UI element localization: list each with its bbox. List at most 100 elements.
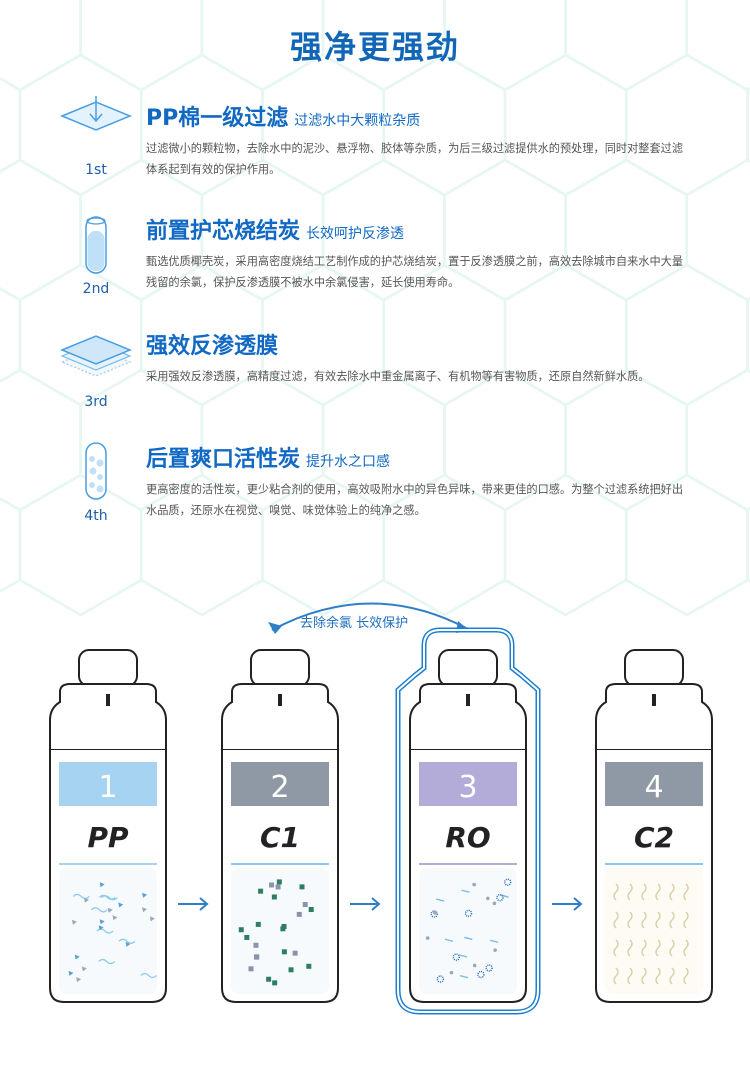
cartridge-number-band bbox=[419, 762, 517, 806]
background-hexagon bbox=[685, 368, 750, 512]
carbon-granule bbox=[269, 882, 275, 888]
carbon-granule bbox=[296, 911, 302, 917]
activated-carbon-fiber bbox=[613, 911, 619, 929]
arch-arrow-icon bbox=[271, 602, 467, 631]
ro-ion bbox=[485, 964, 493, 972]
cartridge-notch-icon bbox=[466, 694, 470, 706]
ro-stroke bbox=[461, 889, 470, 893]
pp-particle bbox=[107, 907, 113, 913]
step-heading: 强效反渗透膜 bbox=[146, 328, 284, 360]
pp-particle bbox=[142, 892, 148, 898]
ro-stroke bbox=[444, 938, 454, 943]
pp-particle bbox=[81, 966, 87, 972]
arch-arrowtail-icon bbox=[268, 622, 282, 634]
pp-fiber bbox=[72, 893, 90, 900]
cartridge-number: 3 bbox=[458, 770, 477, 805]
page-title: 强净更强劲 bbox=[289, 28, 460, 66]
step-ordinal: 2nd bbox=[82, 281, 110, 297]
carbon-granule bbox=[276, 879, 282, 885]
activated-carbon-fiber bbox=[641, 883, 647, 901]
activated-carbon-fiber bbox=[683, 911, 689, 929]
carbon-granule bbox=[254, 954, 260, 960]
flow-arrow-1-icon bbox=[178, 897, 209, 911]
activated-carbon-fiber bbox=[627, 883, 633, 901]
ro-dot bbox=[425, 936, 430, 940]
carbon-granule bbox=[253, 942, 259, 948]
carbon-granule bbox=[258, 888, 264, 894]
background-hexagon bbox=[0, 287, 22, 383]
step-name: PP棉一级过滤 bbox=[146, 106, 289, 131]
carbon-granule bbox=[306, 963, 312, 969]
cartridge-number-band bbox=[231, 762, 329, 806]
carbon-granule bbox=[281, 923, 287, 929]
activated-carbon-fiber bbox=[669, 883, 675, 901]
activated-carbon-fiber bbox=[683, 939, 689, 957]
activated-carbon-fiber bbox=[627, 939, 633, 957]
step-description: 过滤微小的颗粒物，去除水中的泥沙、悬浮物、胶体等杂质，为后三级过滤提供水的预处理… bbox=[146, 142, 684, 176]
cartridge-shoulder bbox=[409, 683, 527, 751]
pp-particle bbox=[99, 882, 105, 888]
carbon-granule bbox=[255, 921, 261, 927]
activated-carbon-fiber bbox=[613, 939, 619, 957]
highlight-outline-inner bbox=[397, 629, 539, 1013]
cartridge-cap bbox=[438, 649, 498, 687]
activated-carbon-fiber bbox=[613, 883, 619, 901]
filter-cartridge-4: 4C2 bbox=[595, 649, 713, 1003]
pp-fiber bbox=[96, 928, 114, 934]
pp-particle bbox=[112, 915, 118, 921]
carbon-granule bbox=[308, 907, 314, 913]
carbon-granule bbox=[281, 949, 287, 955]
activated-carbon-fiber bbox=[641, 939, 647, 957]
activated-carbon-fiber bbox=[655, 883, 661, 901]
cartridge-code: C1 bbox=[260, 821, 300, 854]
step-description: 采用强效反渗透膜，高精度过滤，有效去除水中重金属离子、有机物等有害物质，还原自然… bbox=[146, 370, 650, 383]
ro-stroke bbox=[464, 936, 473, 941]
activated-carbon-fiber bbox=[641, 911, 647, 929]
cartridge-number: 1 bbox=[98, 770, 117, 805]
cartridge-notch-icon bbox=[106, 694, 110, 706]
cartridge-number-band bbox=[605, 762, 703, 806]
pp-fiber bbox=[100, 895, 118, 901]
step-ordinal: 3rd bbox=[84, 394, 108, 410]
pp-fiber bbox=[90, 907, 108, 913]
ro-ion bbox=[464, 909, 473, 918]
pp-particle bbox=[76, 977, 82, 983]
ro-ion bbox=[496, 893, 504, 902]
cartridge-notch-icon bbox=[278, 694, 282, 706]
cartridge-number: 2 bbox=[270, 770, 289, 805]
ro-dot bbox=[432, 911, 437, 915]
activated-carbon-cylinder-icon bbox=[85, 442, 107, 500]
ro-stroke bbox=[459, 974, 469, 979]
activated-carbon-fiber bbox=[641, 967, 647, 985]
ro-dot bbox=[472, 882, 476, 887]
carbon-granule bbox=[266, 976, 272, 982]
pp-particle bbox=[125, 941, 131, 947]
cartridge-shoulder bbox=[221, 683, 339, 751]
pp-particle bbox=[142, 907, 148, 913]
pp-particle bbox=[98, 925, 104, 931]
pp-fiber bbox=[118, 938, 136, 944]
ro-dot bbox=[493, 948, 497, 952]
pp-fiber bbox=[98, 894, 116, 900]
cartridge-number: 4 bbox=[644, 770, 663, 805]
cartridge-media-chamber bbox=[231, 868, 329, 994]
activated-carbon-fiber bbox=[627, 967, 633, 985]
step-name: 后置爽口活性炭 bbox=[146, 447, 301, 472]
filter-cartridge-3: 3RO bbox=[395, 627, 541, 1015]
background-hexagon bbox=[0, 77, 22, 173]
membrane-sheet-arrow-icon bbox=[60, 96, 132, 131]
cartridge-media-chamber bbox=[419, 868, 517, 994]
pp-particle bbox=[71, 919, 77, 925]
filter-cartridge-2: 2C1 bbox=[221, 649, 339, 1003]
ro-stroke bbox=[490, 939, 499, 944]
background-hexagon bbox=[685, 158, 750, 302]
step-ordinal: 1st bbox=[85, 162, 107, 178]
carbon-granule bbox=[238, 927, 244, 933]
step-subtitle: 提升水之口感 bbox=[306, 454, 391, 470]
cartridge-code: PP bbox=[87, 821, 129, 854]
step-heading: 后置爽口活性炭提升水之口感 bbox=[146, 441, 390, 473]
activated-carbon-fiber bbox=[669, 911, 675, 929]
step-name: 强效反渗透膜 bbox=[146, 334, 279, 359]
